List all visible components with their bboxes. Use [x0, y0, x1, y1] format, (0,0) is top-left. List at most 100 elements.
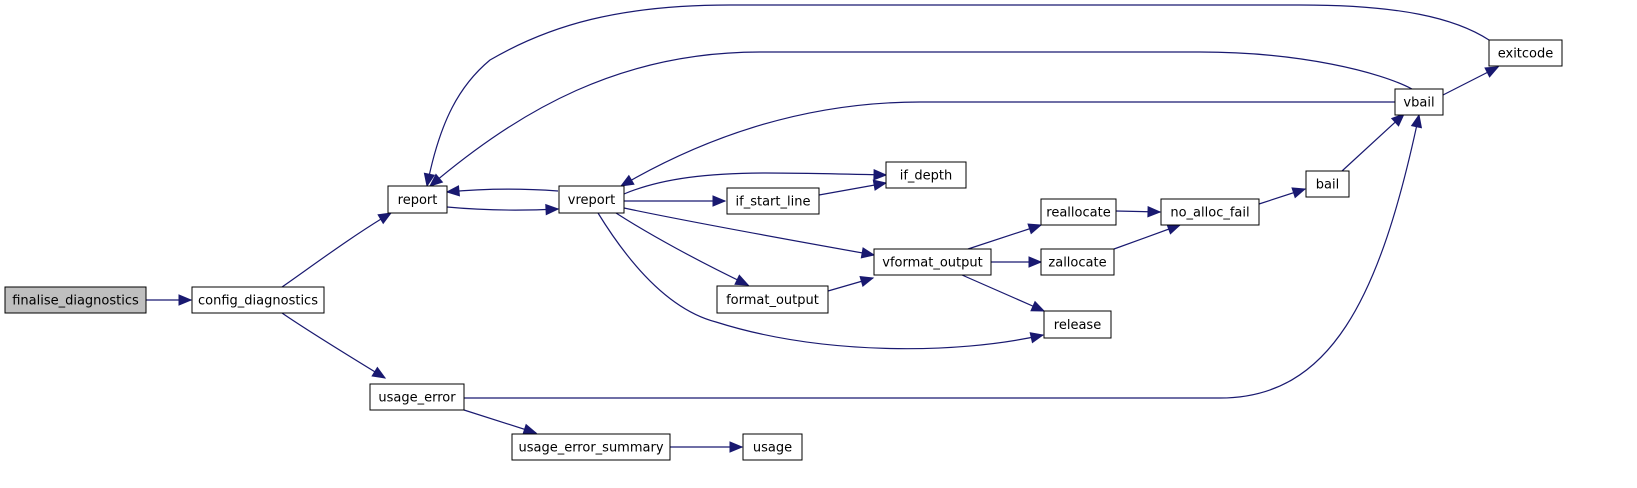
node-bail[interactable]: bail [1305, 170, 1350, 198]
edge-vreport-to-if-start-line [624, 195, 727, 207]
edge-zallocate-to-no-alloc-fail [1113, 223, 1182, 250]
node-label: usage_error [378, 391, 456, 406]
node-label: vreport [568, 193, 615, 208]
node-label: report [398, 193, 438, 208]
edge-bail-to-vbail [1341, 113, 1405, 172]
edge-vreport-to-vformat-output [623, 207, 876, 259]
node-box [558, 185, 625, 214]
node-if-depth[interactable]: if_depth [885, 161, 967, 189]
edge-vreport-to-report [445, 185, 559, 197]
node-usage[interactable]: usage [742, 433, 803, 461]
arrowhead [1484, 66, 1500, 78]
edge-exitcode-to-report [423, 4, 1490, 188]
arrowhead [860, 247, 876, 259]
arrowhead [734, 274, 750, 286]
arrowhead [445, 185, 460, 197]
node-label: zallocate [1048, 256, 1106, 271]
arrowhead [1027, 223, 1043, 235]
node-box [191, 286, 325, 314]
node-finalise-diagnostics[interactable]: finalise_diagnostics [4, 286, 147, 314]
arrowhead [1029, 332, 1045, 344]
node-label: release [1054, 318, 1101, 333]
node-label: finalise_diagnostics [12, 294, 139, 309]
arrowhead [872, 179, 888, 191]
node-box [1488, 39, 1563, 67]
edge-finalise-diagnostics-to-config-diagnostics [146, 294, 193, 306]
node-label: no_alloc_fail [1170, 206, 1249, 221]
edge-config-diagnostics-to-report [281, 212, 393, 288]
node-label: format_output [726, 293, 819, 308]
node-no-alloc-fail[interactable]: no_alloc_fail [1160, 198, 1260, 226]
arrowhead [371, 366, 387, 379]
node-vbail[interactable]: vbail [1394, 88, 1444, 116]
node-vreport[interactable]: vreport [558, 185, 625, 214]
node-reallocate[interactable]: reallocate [1040, 198, 1117, 226]
edge-format-output-to-vformat-output [827, 275, 875, 292]
node-box [511, 433, 671, 461]
edges-layer [146, 4, 1500, 453]
node-report[interactable]: report [387, 185, 448, 214]
edge-usage-error-summary-to-usage [670, 441, 744, 453]
arrowhead [1030, 300, 1046, 312]
edge-vbail-to-exitcode [1442, 66, 1500, 96]
edge-config-diagnostics-to-usage-error [281, 312, 387, 379]
arrowhead [873, 168, 888, 181]
node-label: exitcode [1498, 47, 1554, 62]
arrowhead [429, 173, 444, 187]
node-label: if_start_line [736, 195, 811, 210]
node-box [1394, 88, 1444, 116]
arrowhead [377, 212, 393, 225]
arrowhead [545, 203, 560, 216]
arrowhead [712, 195, 727, 207]
edge-if-start-line-to-if-depth [818, 179, 888, 196]
edge-vformat-output-to-release [961, 274, 1046, 312]
node-box [742, 433, 803, 461]
edge-vbail-to-vreport [619, 101, 1395, 187]
node-box [1040, 198, 1117, 226]
node-label: vformat_output [882, 256, 982, 271]
node-label: usage_error_summary [518, 441, 663, 456]
node-box [1040, 248, 1115, 276]
node-box [4, 286, 147, 314]
node-zallocate[interactable]: zallocate [1040, 248, 1115, 276]
node-if-start-line[interactable]: if_start_line [726, 187, 820, 215]
node-label: reallocate [1046, 206, 1110, 221]
node-label: if_depth [900, 169, 953, 184]
edge-usage-error-to-vbail [464, 113, 1423, 399]
node-box [1305, 170, 1350, 198]
node-label: usage [753, 441, 792, 456]
arrowhead [729, 441, 744, 453]
edge-no-alloc-fail-to-bail [1258, 187, 1307, 205]
arrowhead [1166, 223, 1182, 235]
node-release[interactable]: release [1043, 310, 1112, 339]
arrowhead [1147, 205, 1162, 218]
edge-vreport-to-format-output [615, 212, 750, 286]
node-vformat-output[interactable]: vformat_output [873, 248, 992, 276]
arrowhead [1028, 256, 1043, 268]
node-exitcode[interactable]: exitcode [1488, 39, 1563, 67]
node-config-diagnostics[interactable]: config_diagnostics [191, 286, 325, 314]
arrowhead [178, 294, 193, 306]
node-box [1043, 310, 1112, 339]
edge-reallocate-to-no-alloc-fail [1115, 205, 1162, 218]
arrowhead [423, 172, 436, 188]
arrowhead [859, 275, 875, 287]
edge-vformat-output-to-reallocate [967, 223, 1043, 250]
node-usage-error[interactable]: usage_error [369, 383, 465, 411]
edge-vreport-to-if-depth [623, 168, 888, 195]
arrowhead [1291, 187, 1307, 199]
edge-usage-error-to-usage-error-summary [463, 409, 538, 435]
node-label: config_diagnostics [198, 294, 318, 309]
edge-vformat-output-to-zallocate [991, 256, 1043, 268]
node-box [387, 185, 448, 214]
node-label: vbail [1403, 96, 1434, 111]
edge-vbail-to-report [429, 51, 1413, 187]
node-label: bail [1316, 178, 1339, 193]
node-format-output[interactable]: format_output [716, 285, 829, 314]
arrowhead [522, 423, 538, 435]
node-box [885, 161, 967, 189]
arrowhead [1410, 113, 1423, 129]
node-usage-error-summary[interactable]: usage_error_summary [511, 433, 671, 461]
